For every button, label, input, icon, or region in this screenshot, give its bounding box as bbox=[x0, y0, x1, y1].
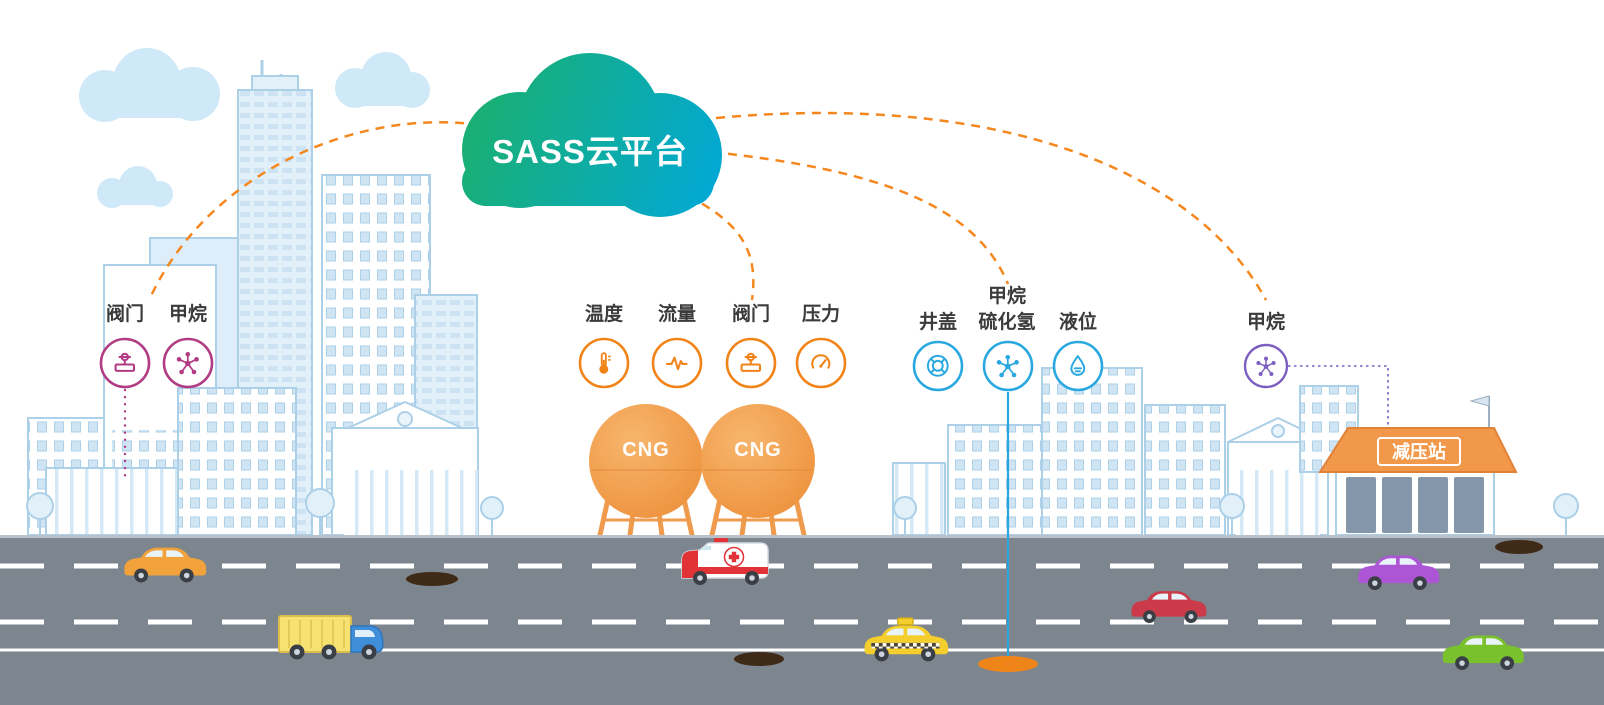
sass-cloud: SASS云平台 bbox=[462, 53, 722, 217]
sensor-label: 阀门 bbox=[106, 302, 144, 325]
sensor-circle bbox=[1052, 340, 1104, 392]
sensor-group-cng-station: 温度 流量 阀门 压力 bbox=[578, 302, 847, 389]
station-sign bbox=[1377, 437, 1461, 466]
link-to-pressure-station bbox=[715, 111, 1268, 301]
sky-clouds bbox=[79, 48, 430, 208]
station-sign-label: 减压站 bbox=[1392, 441, 1446, 462]
manhole-dark-3 bbox=[1495, 540, 1543, 554]
station-doors bbox=[1346, 477, 1484, 533]
station-roof bbox=[1318, 427, 1518, 473]
sensor-label: 压力 bbox=[802, 302, 840, 325]
sky-cloud-1 bbox=[79, 48, 220, 122]
city-skyline-left bbox=[26, 60, 504, 536]
taxi bbox=[864, 617, 949, 662]
ambulance bbox=[681, 538, 769, 585]
classical-building-left bbox=[331, 400, 479, 536]
sensor-group-pressure-station: 甲烷 bbox=[1243, 310, 1289, 389]
pressure-station-building: 减压站 bbox=[1299, 385, 1518, 536]
truck bbox=[278, 615, 384, 660]
vehicles bbox=[124, 538, 1524, 671]
sensor-group-city-pipeline: 阀门 甲烷 bbox=[99, 302, 214, 389]
city-skyline-middle bbox=[892, 350, 1579, 536]
manhole-dark-1 bbox=[406, 572, 458, 586]
station-flag bbox=[1469, 395, 1490, 407]
sensor-label: 温度 bbox=[585, 302, 624, 325]
manhole-smart bbox=[978, 656, 1038, 672]
trees-left bbox=[26, 488, 504, 535]
cloud-title: SASS云平台 bbox=[492, 133, 688, 170]
sensor-label: 甲烷 bbox=[169, 302, 207, 325]
sensor-label: 硫化氢 bbox=[978, 310, 1035, 333]
sensor-label: 甲烷 bbox=[988, 284, 1026, 307]
sensor-label: 流量 bbox=[658, 302, 696, 325]
sensor-label: 液位 bbox=[1059, 310, 1097, 333]
cloud-links bbox=[148, 111, 1268, 301]
cng-tanks: CNG CNG bbox=[589, 404, 815, 538]
trees-middle bbox=[893, 493, 1579, 535]
road bbox=[0, 535, 1604, 705]
cng-label-left: CNG bbox=[622, 439, 669, 461]
sensor-group-manhole: 井盖 甲烷 硫化氢 液位 bbox=[912, 284, 1104, 392]
link-to-city-pipeline bbox=[148, 121, 481, 299]
sky-cloud-2 bbox=[335, 52, 430, 108]
sky-cloud-3 bbox=[97, 166, 173, 208]
sensor-circle bbox=[912, 340, 964, 392]
sensor-circle bbox=[795, 337, 847, 389]
cng-tank-left bbox=[589, 404, 703, 518]
cng-label-right: CNG bbox=[734, 439, 781, 461]
cng-tank-right bbox=[701, 404, 815, 518]
sensor-label: 阀门 bbox=[732, 302, 770, 325]
sensor-label: 井盖 bbox=[919, 310, 957, 333]
sensor-label: 甲烷 bbox=[1247, 310, 1285, 333]
link-to-manhole-group bbox=[711, 150, 1010, 285]
manhole-dark-2 bbox=[734, 652, 784, 666]
link-to-cng-station bbox=[687, 194, 755, 301]
